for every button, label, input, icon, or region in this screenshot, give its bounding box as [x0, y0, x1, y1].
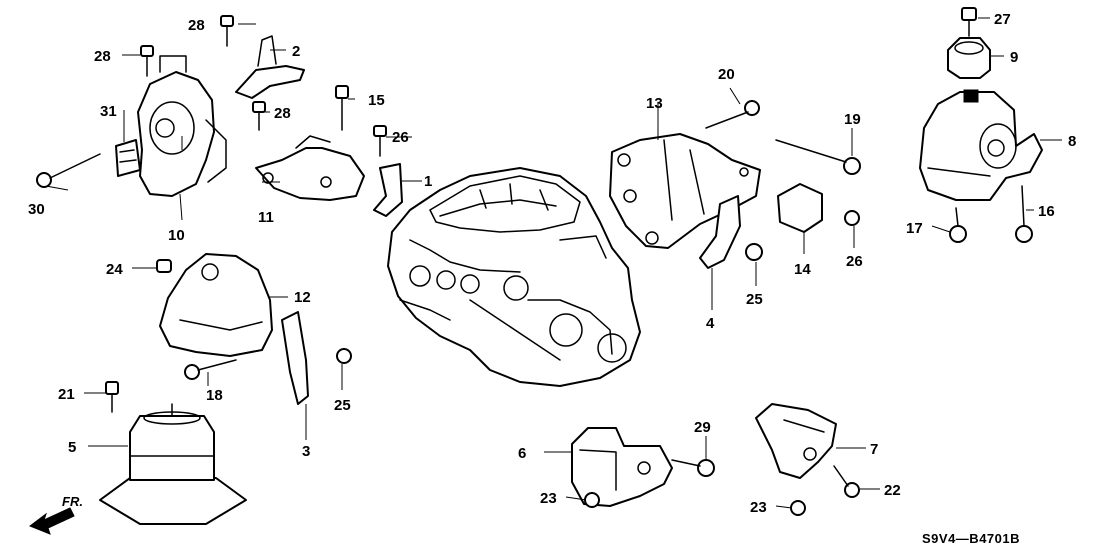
part-26-bolt-a[interactable] — [373, 125, 387, 157]
callout-8: 8 — [1068, 133, 1076, 150]
part-14-bracket[interactable] — [777, 183, 823, 233]
callout-25-b: 25 — [746, 291, 763, 308]
callout-6: 6 — [518, 445, 526, 462]
callout-28-c: 28 — [274, 105, 291, 122]
callout-25-a: 25 — [334, 397, 351, 414]
part-23-nut-b[interactable] — [790, 500, 806, 516]
part-15-bolt[interactable] — [335, 85, 349, 131]
callout-3: 3 — [302, 443, 310, 460]
part-5-mount[interactable] — [99, 403, 247, 525]
callout-20: 20 — [718, 66, 735, 83]
direction-label: FR. — [62, 494, 83, 509]
callout-10: 10 — [168, 227, 185, 244]
callout-15: 15 — [368, 92, 385, 109]
part-22-bolt[interactable] — [833, 465, 860, 498]
part-6-mount[interactable] — [571, 427, 673, 507]
part-28-bolt-a[interactable] — [140, 45, 154, 77]
part-27-bolt[interactable] — [961, 7, 977, 37]
callout-22: 22 — [884, 482, 901, 499]
fr-arrow-icon — [28, 507, 75, 535]
part-18-bolt[interactable] — [184, 359, 237, 380]
part-7-bracket[interactable] — [755, 403, 837, 479]
part-29-bolt[interactable] — [671, 459, 715, 477]
callout-18: 18 — [206, 387, 223, 404]
callout-11: 11 — [258, 209, 274, 226]
callout-2: 2 — [292, 43, 300, 60]
part-9-bushing[interactable] — [947, 37, 991, 79]
callout-24: 24 — [106, 261, 123, 278]
callout-27: 27 — [994, 11, 1011, 28]
callout-21: 21 — [58, 386, 75, 403]
part-8-mount[interactable] — [919, 89, 1043, 201]
callout-numbers: 28 2 28 31 28 15 26 1 30 10 11 24 12 18 … — [28, 11, 1076, 546]
part-28-bolt-c[interactable] — [252, 101, 266, 131]
engine-assembly — [387, 167, 641, 387]
callout-7: 7 — [870, 441, 878, 458]
part-31-bracket[interactable] — [115, 139, 141, 177]
callout-26-a: 26 — [392, 129, 409, 146]
part-19-bolt[interactable] — [775, 139, 861, 175]
callout-31: 31 — [100, 103, 117, 120]
part-28-bolt-b[interactable] — [220, 15, 234, 47]
callout-5: 5 — [68, 439, 76, 456]
part-24-bolt[interactable] — [156, 259, 172, 273]
part-13-bracket[interactable] — [609, 133, 761, 249]
part-16-bolt[interactable] — [1015, 185, 1033, 243]
callout-12: 12 — [294, 289, 311, 306]
part-21-bolt[interactable] — [105, 381, 119, 413]
callout-19: 19 — [844, 111, 861, 128]
callout-4: 4 — [706, 315, 715, 332]
callout-28-b: 28 — [94, 48, 111, 65]
callout-23-a: 23 — [540, 490, 557, 507]
callout-14: 14 — [794, 261, 811, 278]
callout-29: 29 — [694, 419, 711, 436]
diagram-code: S9V4—B4701B — [922, 531, 1020, 546]
part-12-bracket[interactable] — [159, 253, 273, 357]
callout-1: 1 — [424, 173, 432, 190]
part-10-mount[interactable] — [137, 55, 227, 197]
part-25-bolt-a[interactable] — [336, 348, 352, 364]
callout-17: 17 — [906, 220, 923, 237]
leader-lines — [45, 17, 1062, 509]
part-26-bolt-b[interactable] — [844, 210, 860, 226]
callout-16: 16 — [1038, 203, 1055, 220]
part-4-bracket[interactable] — [699, 195, 741, 269]
callout-30: 30 — [28, 201, 45, 218]
part-25-bolt-b[interactable] — [745, 243, 763, 261]
callout-13: 13 — [646, 95, 663, 112]
callout-28-a: 28 — [188, 17, 205, 34]
part-11-bracket[interactable] — [255, 135, 365, 201]
part-1-bracket[interactable] — [373, 163, 403, 217]
part-3-bracket[interactable] — [281, 311, 309, 405]
part-30-bolt[interactable] — [36, 153, 101, 188]
callout-26-b: 26 — [846, 253, 863, 270]
part-23-nut-a[interactable] — [584, 492, 600, 508]
callout-23-b: 23 — [750, 499, 767, 516]
part-17-bolt[interactable] — [949, 207, 967, 243]
part-20-bolt[interactable] — [705, 100, 760, 129]
callout-9: 9 — [1010, 49, 1018, 66]
